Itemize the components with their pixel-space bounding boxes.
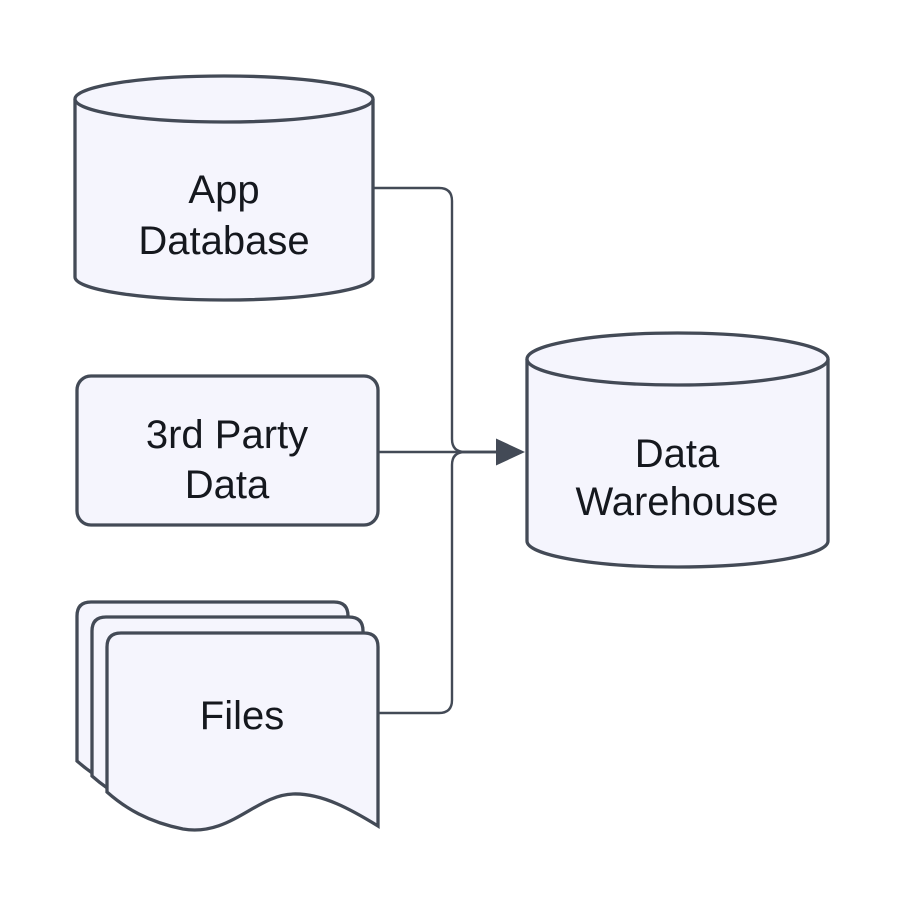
node-label: 3rd Party bbox=[146, 413, 308, 457]
cylinder-body bbox=[73, 99, 375, 302]
node-label: App bbox=[188, 168, 259, 212]
edge-group bbox=[373, 186, 525, 715]
cylinder-lid bbox=[73, 74, 375, 124]
node-data-warehouse: Data Warehouse bbox=[525, 331, 830, 569]
cylinder-lid bbox=[525, 331, 830, 387]
node-files: Files bbox=[75, 600, 380, 832]
rounded-rectangle bbox=[75, 374, 380, 527]
edge-app-database-to-data-warehouse bbox=[373, 186, 498, 454]
node-app-database: App Database bbox=[73, 74, 375, 302]
node-label: Data bbox=[635, 432, 720, 476]
edge-files-to-data-warehouse bbox=[378, 450, 498, 715]
node-label: Warehouse bbox=[575, 480, 778, 524]
node-third-party-data: 3rd Party Data bbox=[75, 374, 380, 527]
arrowhead-icon bbox=[496, 438, 525, 466]
node-label: Files bbox=[200, 694, 284, 738]
node-label: Data bbox=[185, 463, 270, 507]
cylinder-body bbox=[525, 359, 830, 569]
node-label: Database bbox=[138, 219, 309, 263]
